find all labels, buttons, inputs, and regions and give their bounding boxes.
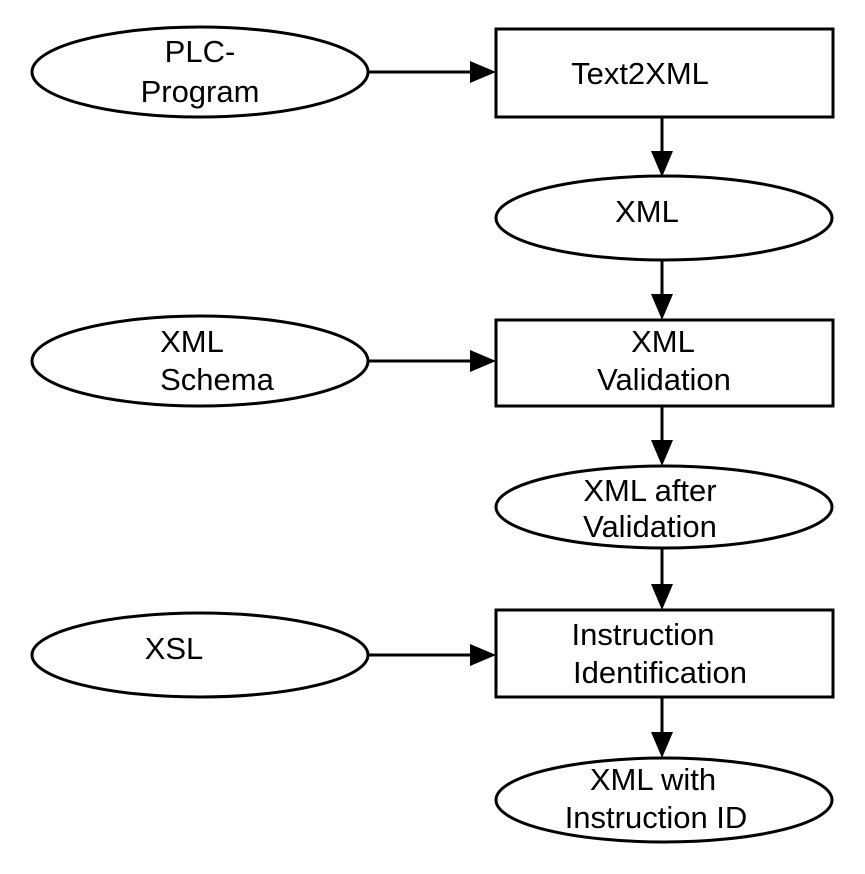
xml-validation-label-line1: XML	[631, 324, 695, 359]
plc-program-label-line2: Program	[141, 74, 260, 109]
node-xsl: XSL	[30, 611, 370, 699]
plc-program-ellipse	[30, 25, 370, 119]
instruction-identification-label-line1: Instruction	[571, 617, 714, 652]
xml-after-validation-ellipse	[494, 464, 834, 550]
plc-program-label-line1: PLC-	[165, 34, 236, 69]
xml-after-validation-label-line2: Validation	[583, 509, 717, 544]
xml-schema-ellipse	[30, 314, 370, 408]
node-text2xml: Text2XML	[494, 27, 835, 119]
text2xml-box	[494, 27, 835, 119]
edge-xml-schema-to-xml-validation	[368, 350, 496, 372]
node-xml-validation: XML Validation	[494, 318, 835, 408]
xml-validation-label-line2: Validation	[597, 362, 731, 397]
node-xml: XML	[494, 174, 834, 262]
node-xml-schema: XML Schema	[30, 314, 370, 408]
xml-validation-box	[494, 318, 835, 408]
edge-instruction-identification-to-xml-with-instruction-id	[651, 697, 673, 758]
xml-label: XML	[615, 194, 679, 229]
xml-after-validation-label-line1: XML after	[583, 473, 716, 508]
edge-text2xml-to-xml	[651, 117, 673, 177]
xml-with-instruction-id-label-line2: Instruction ID	[565, 800, 748, 835]
node-plc-program: PLC- Program	[30, 25, 370, 119]
node-xml-with-instruction-id: XML with Instruction ID	[494, 756, 834, 844]
text2xml-label: Text2XML	[571, 56, 709, 91]
instruction-identification-label-line2: Identification	[573, 655, 747, 690]
edge-xsl-to-instruction-identification	[368, 644, 496, 666]
edge-xml-validation-to-xml-after-validation	[651, 406, 673, 466]
xml-schema-label-line2: Schema	[160, 362, 274, 397]
xml-schema-label-line1: XML	[160, 324, 224, 359]
instruction-identification-box	[494, 608, 835, 699]
edge-xml-after-validation-to-instruction-identification	[651, 548, 673, 610]
xml-with-instruction-id-label-line1: XML with	[590, 762, 716, 797]
xsl-ellipse	[30, 611, 370, 699]
edges	[368, 61, 673, 758]
edge-plc-program-to-text2xml	[368, 61, 496, 83]
xsl-label: XSL	[145, 631, 204, 666]
node-xml-after-validation: XML after Validation	[494, 464, 834, 550]
edge-xml-to-xml-validation	[651, 260, 673, 320]
node-instruction-identification: Instruction Identification	[494, 608, 835, 699]
xml-ellipse	[494, 174, 834, 262]
xml-with-instruction-id-ellipse	[494, 756, 834, 844]
